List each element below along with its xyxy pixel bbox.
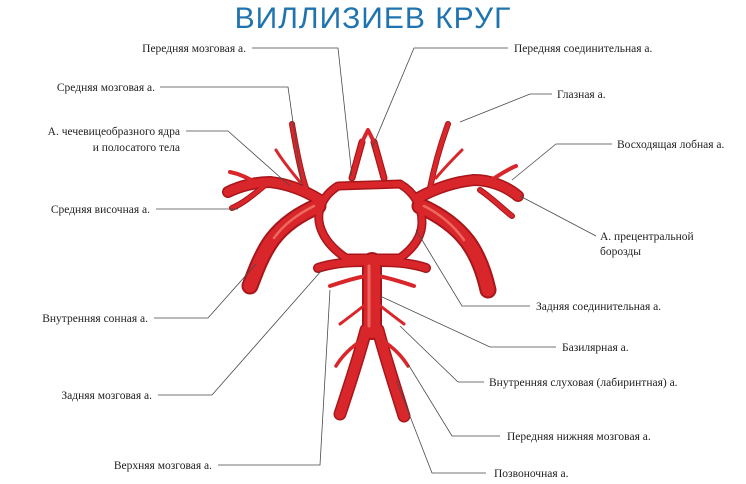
- label-posterior-communicating: Задняя соединительная а.: [536, 301, 661, 313]
- labyrinthine-left: [338, 302, 368, 326]
- leader-vertebral: [395, 379, 486, 474]
- leader-lenticulostriate: [186, 130, 291, 187]
- precentral-right: [478, 188, 514, 218]
- label-anterior-cerebral: Передняя мозговая а.: [142, 43, 246, 55]
- leader-internal-carotid: [154, 263, 257, 319]
- anterior-inferior-cerebellar-right: [380, 338, 410, 368]
- middle-cerebral-left: [223, 177, 325, 205]
- labels-right: Передняя соединительная а. Глазная а. Во…: [489, 43, 725, 480]
- carotid-left-highlight: [272, 204, 316, 240]
- anterior-cerebral-artery-right: [371, 139, 387, 181]
- ophthalmic-right-branch: [434, 148, 464, 180]
- ascending-frontal-right: [486, 164, 518, 184]
- leader-basilar: [379, 295, 556, 348]
- label-superior-cerebellar: Верхняя мозговая а.: [114, 460, 212, 472]
- internal-carotid-left: [243, 199, 325, 293]
- leader-ascending-frontal: [511, 143, 612, 181]
- leader-anterior-communicating: [371, 47, 508, 149]
- vertebral-right: [373, 325, 409, 421]
- carotid-right-highlight: [422, 204, 466, 242]
- label-lenticulostriate-line2: и полосатого тела: [93, 142, 180, 154]
- lenticulostriate-left: [290, 122, 308, 190]
- lenticulostriate-left-branch: [274, 148, 302, 184]
- leader-ophthalmic: [459, 93, 552, 123]
- leader-middle-cerebral: [160, 86, 303, 187]
- superior-cerebellar-right: [376, 274, 416, 288]
- label-middle-temporal: Средняя височная а.: [51, 204, 150, 216]
- label-ophthalmic: Глазная а.: [557, 89, 606, 101]
- leader-precentral: [519, 195, 597, 237]
- leader-anterior-cerebral: [252, 47, 353, 177]
- diagram-title: ВИЛЛИЗИЕВ КРУГ: [234, 2, 512, 35]
- anterior-cerebral-artery-left: [349, 139, 365, 181]
- label-anterior-inferior-cerebellar: Передняя нижняя мозговая а.: [507, 431, 651, 443]
- label-labyrinthine: Внутренняя слуховая (лабиринтная) а.: [489, 377, 678, 389]
- label-basilar: Базилярная а.: [562, 342, 629, 354]
- label-vertebral: Позвоночная а.: [494, 468, 569, 480]
- label-lenticulostriate-line1: А. чечевицеобразного ядра: [48, 126, 180, 138]
- labels-left: Передняя мозговая а. Средняя мозговая а.…: [42, 43, 246, 472]
- ophthalmic-right: [428, 122, 450, 190]
- leader-lines: [154, 47, 612, 474]
- posterior-cerebral-right: [378, 258, 430, 272]
- label-posterior-cerebral: Задняя мозговая а.: [61, 390, 152, 402]
- middle-temporal-left: [230, 184, 266, 210]
- superior-cerebellar-left: [328, 274, 368, 288]
- label-internal-carotid: Внутренняя сонная а.: [42, 313, 148, 325]
- labyrinthine-right: [376, 302, 406, 326]
- posterior-cerebral-left: [314, 258, 366, 272]
- middle-cerebral-left-branch-a: [228, 170, 260, 186]
- label-precentral-line1: А. прецентральной: [600, 231, 694, 243]
- leader-posterior-cerebral: [158, 269, 323, 396]
- vertebral-left: [335, 325, 371, 419]
- arteries-group: [222, 121, 524, 423]
- leader-superior-cerebellar: [218, 289, 331, 466]
- leader-posterior-communicating: [415, 229, 530, 307]
- anterior-communicating-artery: [360, 128, 376, 144]
- middle-cerebral-right: [413, 175, 523, 203]
- label-anterior-communicating: Передняя соединительная а.: [514, 43, 652, 55]
- leader-labyrinthine: [399, 325, 484, 383]
- label-precentral-line2: борозды: [600, 246, 641, 258]
- anterior-inferior-cerebellar-left: [334, 338, 364, 368]
- label-middle-cerebral: Средняя мозговая а.: [57, 82, 155, 94]
- label-ascending-frontal: Восходящая лобная а.: [617, 139, 725, 151]
- leader-anterior-inferior-cerebellar: [407, 363, 500, 437]
